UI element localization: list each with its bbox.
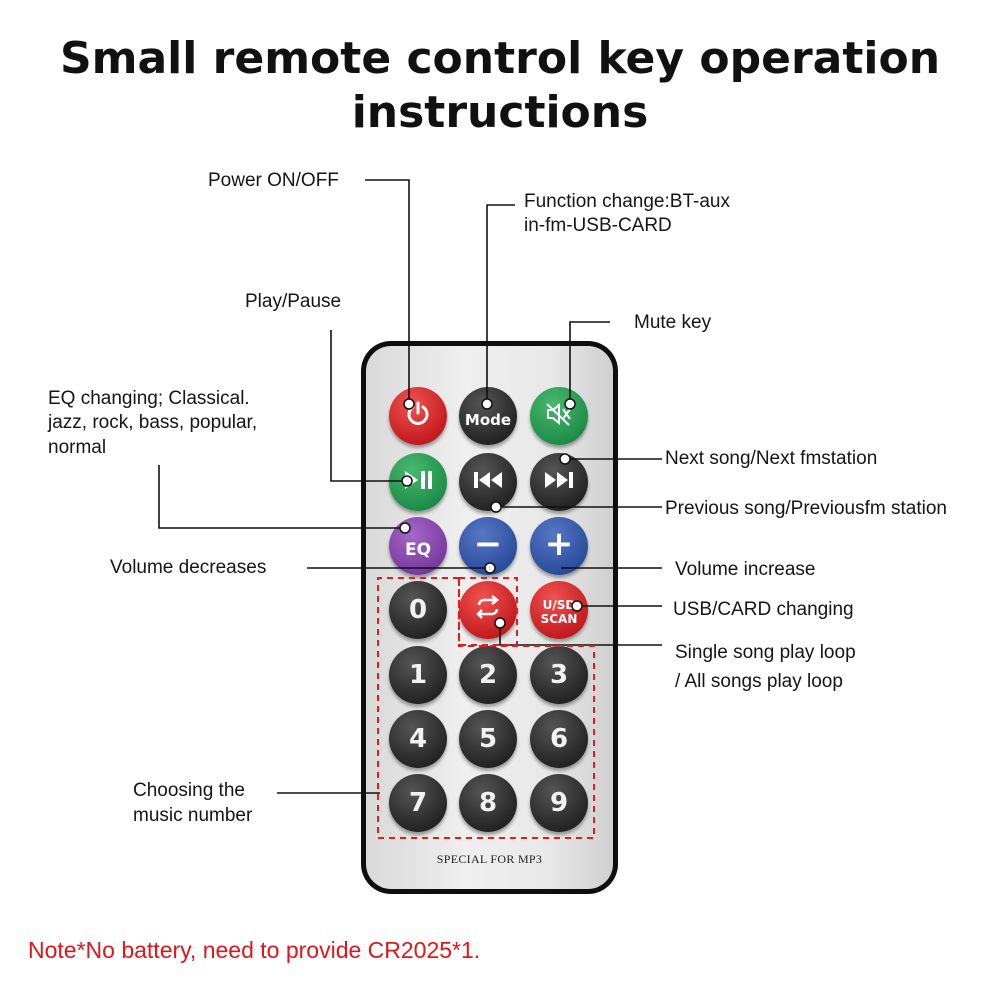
- digit-4-button[interactable]: 4: [389, 710, 447, 768]
- repeat-button[interactable]: [459, 581, 517, 639]
- next-dot: [559, 453, 571, 465]
- plus-icon: +: [544, 524, 574, 564]
- volume-increase-label: Volume increase: [675, 559, 816, 580]
- previous-label: Previous song/Previousfm station: [665, 498, 947, 519]
- function-label-line2: in-fm-USB-CARD: [524, 215, 672, 236]
- digit-7-label: 7: [408, 788, 428, 818]
- power-dot: [403, 398, 415, 410]
- digit-2-label: 2: [478, 660, 498, 690]
- remote-control: Mode EQ − + 0: [361, 341, 618, 894]
- digit-1-button[interactable]: 1: [389, 646, 447, 704]
- number-label-line2: music number: [133, 805, 253, 826]
- digit-9-label: 9: [549, 788, 569, 818]
- digit-5-button[interactable]: 5: [459, 710, 517, 768]
- usd-scan-line1: U/SD: [542, 598, 576, 612]
- mute-label: Mute key: [634, 312, 712, 333]
- digit-1-label: 1: [408, 660, 428, 690]
- previous-dot: [490, 501, 502, 513]
- mode-button[interactable]: Mode: [459, 387, 517, 445]
- function-leader-line: [486, 204, 515, 404]
- repeat-icon: [473, 595, 503, 625]
- eq-label-line1: EQ changing; Classical.: [48, 388, 250, 409]
- digit-8-label: 8: [478, 788, 498, 818]
- usd-scan-label: U/SD SCAN: [541, 598, 578, 626]
- power-button[interactable]: [389, 387, 447, 445]
- mode-button-label: Mode: [464, 411, 512, 429]
- remote-brand-text: SPECIAL FOR MP3: [436, 852, 543, 866]
- mute-button[interactable]: [530, 387, 588, 445]
- number-label-line1: Choosing the: [133, 780, 245, 801]
- power-label: Power ON/OFF: [208, 170, 339, 191]
- play-pause-label: Play/Pause: [245, 291, 342, 312]
- eq-label-line2: jazz, rock, bass, popular,: [48, 412, 258, 433]
- mute-dot: [564, 398, 576, 410]
- eq-dot: [399, 522, 411, 534]
- digit-6-button[interactable]: 6: [530, 710, 588, 768]
- number-highlight-box: [377, 577, 595, 839]
- eq-leader-line: [158, 465, 405, 529]
- usd-scan-line2: SCAN: [540, 612, 578, 626]
- loop-leader-line: [499, 623, 662, 646]
- power-leader-line: [365, 179, 410, 404]
- skip-back-icon: [472, 469, 504, 495]
- eq-button-label: EQ: [404, 540, 432, 560]
- digit-3-label: 3: [549, 660, 569, 690]
- power-icon: [405, 401, 431, 431]
- play-pause-button[interactable]: [389, 453, 447, 511]
- function-label-line1: Function change:BT-aux: [524, 191, 730, 212]
- page-title: Small remote control key operation instr…: [59, 33, 941, 138]
- repeat-highlight-box: [458, 577, 518, 646]
- digit-5-label: 5: [478, 724, 498, 754]
- skip-forward-icon: [543, 469, 575, 495]
- mode-dot: [481, 398, 493, 410]
- loop-dot: [494, 617, 506, 629]
- usb-card-dot: [571, 600, 583, 612]
- digit-7-button[interactable]: 7: [389, 774, 447, 832]
- digit-0-label: 0: [408, 595, 428, 625]
- usb-card-label: USB/CARD changing: [673, 599, 854, 620]
- digit-0-button[interactable]: 0: [389, 581, 447, 639]
- digit-3-button[interactable]: 3: [530, 646, 588, 704]
- play-pause-leader-line: [330, 330, 407, 482]
- eq-label-line3: normal: [48, 437, 107, 458]
- volume-decrease-dot: [484, 562, 496, 574]
- loop-label-line1: Single song play loop: [675, 642, 856, 663]
- battery-note: Note*No battery, need to provide CR2025*…: [28, 937, 481, 963]
- digit-8-button[interactable]: 8: [459, 774, 517, 832]
- eq-button[interactable]: EQ: [389, 517, 447, 575]
- digit-2-button[interactable]: 2: [459, 646, 517, 704]
- play-pause-dot: [401, 475, 413, 487]
- loop-label-line2: / All songs play loop: [675, 671, 843, 692]
- volume-decrease-label: Volume decreases: [110, 557, 267, 578]
- previous-button[interactable]: [459, 453, 517, 511]
- digit-9-button[interactable]: 9: [530, 774, 588, 832]
- digit-6-label: 6: [549, 724, 569, 754]
- volume-up-button[interactable]: +: [530, 517, 588, 575]
- speaker-mute-icon: [545, 401, 573, 431]
- mute-leader-line: [569, 321, 610, 404]
- next-label: Next song/Next fmstation: [665, 448, 878, 469]
- next-button[interactable]: [530, 453, 588, 511]
- minus-icon: −: [473, 524, 503, 564]
- digit-4-label: 4: [408, 724, 428, 754]
